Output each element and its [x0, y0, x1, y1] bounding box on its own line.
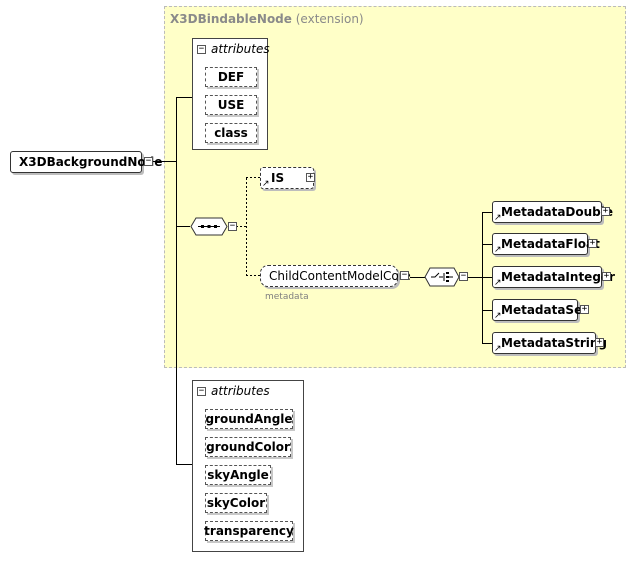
reference-arrow-icon: ↗ [494, 213, 502, 223]
collapse-icon[interactable]: − [459, 271, 468, 281]
group-label: ChildContentModelCore [269, 269, 411, 283]
collapse-icon[interactable]: − [144, 156, 153, 166]
collapse-icon[interactable]: − [228, 221, 237, 231]
attribute-use[interactable]: USE [205, 95, 257, 115]
element-metadata-double[interactable]: MetadataDouble [492, 201, 613, 223]
reference-arrow-icon: ↗ [494, 344, 502, 354]
group-note: metadata [265, 292, 309, 302]
attribute-ground-angle[interactable]: groundAngle [205, 409, 293, 429]
choice-compositor-icon[interactable] [424, 267, 460, 287]
collapse-icon[interactable]: − [197, 44, 206, 54]
expand-icon[interactable]: + [580, 304, 589, 314]
expand-icon[interactable]: + [595, 337, 604, 347]
attribute-transparency[interactable]: transparency [204, 521, 294, 541]
element-label: MetadataInteger [501, 270, 615, 284]
attribute-def[interactable]: DEF [205, 67, 257, 87]
expand-icon[interactable]: + [306, 172, 315, 182]
expand-icon[interactable]: + [588, 238, 597, 248]
element-label: MetadataSet [501, 303, 588, 317]
root-element[interactable]: X3DBackgroundNode [10, 151, 162, 173]
extension-title: X3DBindableNode (extension) [170, 12, 364, 26]
reference-arrow-icon: ↗ [494, 278, 502, 288]
sequence-compositor-icon[interactable] [190, 217, 228, 236]
reference-arrow-icon: ↗ [262, 179, 270, 189]
collapse-icon[interactable]: − [197, 386, 206, 396]
is-element-label: IS [271, 171, 285, 185]
attribute-ground-color[interactable]: groundColor [205, 437, 291, 457]
element-metadata-set[interactable]: MetadataSet [492, 299, 588, 321]
attribute-sky-angle[interactable]: skyAngle [205, 465, 271, 485]
collapse-icon[interactable]: − [400, 270, 409, 280]
reference-arrow-icon: ↗ [494, 311, 502, 321]
element-label: MetadataDouble [501, 205, 614, 219]
element-metadata-float[interactable]: MetadataFloat [492, 233, 600, 255]
extension-name: X3DBindableNode [170, 12, 292, 26]
reference-arrow-icon: ↗ [494, 245, 502, 255]
element-metadata-integer[interactable]: MetadataInteger [492, 266, 615, 288]
is-element[interactable]: IS [260, 167, 314, 189]
element-metadata-string[interactable]: MetadataString [492, 332, 607, 354]
attribute-sky-color[interactable]: skyColor [205, 493, 267, 513]
expand-icon[interactable]: + [602, 271, 611, 281]
group-child-content-model-core[interactable]: ChildContentModelCore [260, 265, 411, 287]
element-label: MetadataFloat [501, 237, 600, 251]
attributes-heading: attributes [211, 384, 270, 398]
root-element-label: X3DBackgroundNode [19, 155, 163, 169]
extension-suffix: (extension) [295, 12, 364, 26]
element-label: MetadataString [501, 336, 607, 350]
inherited-attributes-heading: attributes [211, 42, 270, 56]
attribute-class[interactable]: class [205, 123, 257, 143]
expand-icon[interactable]: + [601, 206, 610, 216]
